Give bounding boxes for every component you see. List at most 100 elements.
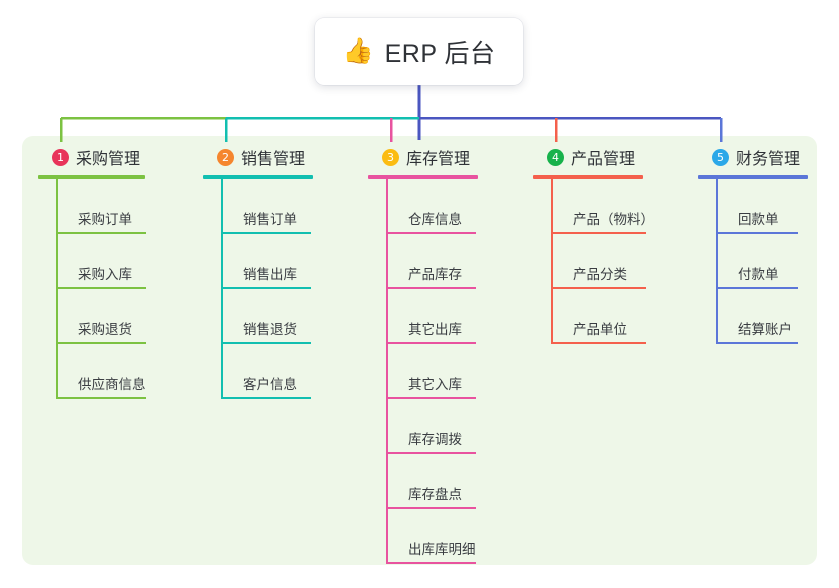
column-spine [716,179,718,344]
column-header-rule [698,175,808,179]
leaf-item-label: 产品分类 [573,267,627,282]
leaf-item-rule [551,287,646,289]
column-items: 产品（物料） 产品分类产品单位 [551,179,654,344]
leaf-item[interactable]: 出库库明细 [386,509,478,564]
leaf-item-label: 供应商信息 [78,377,146,392]
leaf-item-label: 仓库信息 [408,212,462,227]
column-header-rule [368,175,478,179]
column-header-4[interactable]: 4 产品管理 [533,145,654,169]
leaf-item-label: 其它出库 [408,322,462,337]
leaf-item-rule [551,342,646,344]
leaf-item[interactable]: 库存盘点 [386,454,478,509]
column-header-rule [38,175,145,179]
leaf-item-label: 付款单 [738,267,779,282]
column-header-3[interactable]: 3 库存管理 [368,145,478,169]
column-header-5[interactable]: 5 财务管理 [698,145,808,169]
leaf-item-rule [716,232,798,234]
leaf-item-rule [56,342,146,344]
leaf-item[interactable]: 其它出库 [386,289,478,344]
leaf-item-label: 销售出库 [243,267,297,282]
column-产品管理: 4 产品管理产品（物料） 产品分类产品单位 [533,145,654,344]
leaf-item-rule [56,287,146,289]
leaf-item[interactable]: 付款单 [716,234,808,289]
leaf-item[interactable]: 销售出库 [221,234,313,289]
column-header-rule [533,175,643,179]
leaf-item[interactable]: 供应商信息 [56,344,146,399]
leaf-item[interactable]: 销售订单 [221,179,313,234]
leaf-item-rule [221,397,311,399]
leaf-item[interactable]: 产品库存 [386,234,478,289]
leaf-item-rule [386,342,476,344]
column-items: 回款单付款单结算账户 [716,179,808,344]
column-items: 仓库信息产品库存其它出库其它入库库存调拨库存盘点出库库明细 [386,179,478,564]
column-title: 库存管理 [406,151,471,168]
column-spine [221,179,223,399]
leaf-item-label: 采购退货 [78,322,132,337]
column-title: 销售管理 [241,151,306,168]
leaf-item-label: 产品单位 [573,322,627,337]
leaf-item[interactable]: 采购退货 [56,289,146,344]
leaf-item-label: 销售退货 [243,322,297,337]
leaf-item-label: 销售订单 [243,212,297,227]
column-spine [551,179,553,344]
leaf-item[interactable]: 客户信息 [221,344,313,399]
column-items: 销售订单销售出库销售退货客户信息 [221,179,313,399]
leaf-item[interactable]: 采购入库 [56,234,146,289]
column-库存管理: 3 库存管理仓库信息产品库存其它出库其它入库库存调拨库存盘点出库库明细 [368,145,478,564]
leaf-item-rule [386,397,476,399]
column-spine [386,179,388,564]
leaf-item-rule [386,232,476,234]
leaf-item[interactable]: 销售退货 [221,289,313,344]
leaf-item-rule [386,507,476,509]
leaf-item-label: 出库库明细 [408,542,476,557]
leaf-item-rule [221,287,311,289]
leaf-item-label: 结算账户 [738,322,792,337]
leaf-item-rule [551,232,646,234]
column-title: 产品管理 [571,151,636,168]
leaf-item-rule [386,562,476,564]
column-title: 采购管理 [76,151,141,168]
column-items: 采购订单采购入库采购退货供应商信息 [56,179,146,399]
leaf-item-rule [221,342,311,344]
leaf-item-label: 库存调拨 [408,432,462,447]
column-财务管理: 5 财务管理回款单付款单结算账户 [698,145,808,344]
leaf-item[interactable]: 回款单 [716,179,808,234]
leaf-item-rule [716,287,798,289]
leaf-item-rule [386,287,476,289]
leaf-item-label: 其它入库 [408,377,462,392]
root-title: ERP 后台 [384,39,496,68]
leaf-item[interactable]: 结算账户 [716,289,808,344]
leaf-item[interactable]: 产品分类 [551,234,654,289]
column-number-badge: 4 [547,148,564,166]
column-number-badge: 3 [382,148,399,166]
column-title: 财务管理 [736,151,801,168]
leaf-item-label: 库存盘点 [408,487,462,502]
diagram-background-panel [22,136,817,565]
column-number-badge: 5 [712,148,729,166]
leaf-item-rule [716,342,798,344]
leaf-item-label: 采购订单 [78,212,132,227]
thumbs-up-emoji: 👍 [342,37,374,65]
leaf-item-label: 产品（物料） [573,212,654,227]
leaf-item[interactable]: 采购订单 [56,179,146,234]
leaf-item[interactable]: 产品单位 [551,289,654,344]
leaf-item-rule [56,232,146,234]
leaf-item-label: 回款单 [738,212,779,227]
leaf-item-label: 产品库存 [408,267,462,282]
root-node[interactable]: 👍 ERP 后台 [315,18,523,85]
leaf-item[interactable]: 其它入库 [386,344,478,399]
column-spine [56,179,58,399]
leaf-item[interactable]: 仓库信息 [386,179,478,234]
leaf-item-label: 客户信息 [243,377,297,392]
column-header-rule [203,175,313,179]
leaf-item[interactable]: 产品（物料） [551,179,654,234]
leaf-item-label: 采购入库 [78,267,132,282]
leaf-item-rule [56,397,146,399]
leaf-item-rule [221,232,311,234]
leaf-item[interactable]: 库存调拨 [386,399,478,454]
